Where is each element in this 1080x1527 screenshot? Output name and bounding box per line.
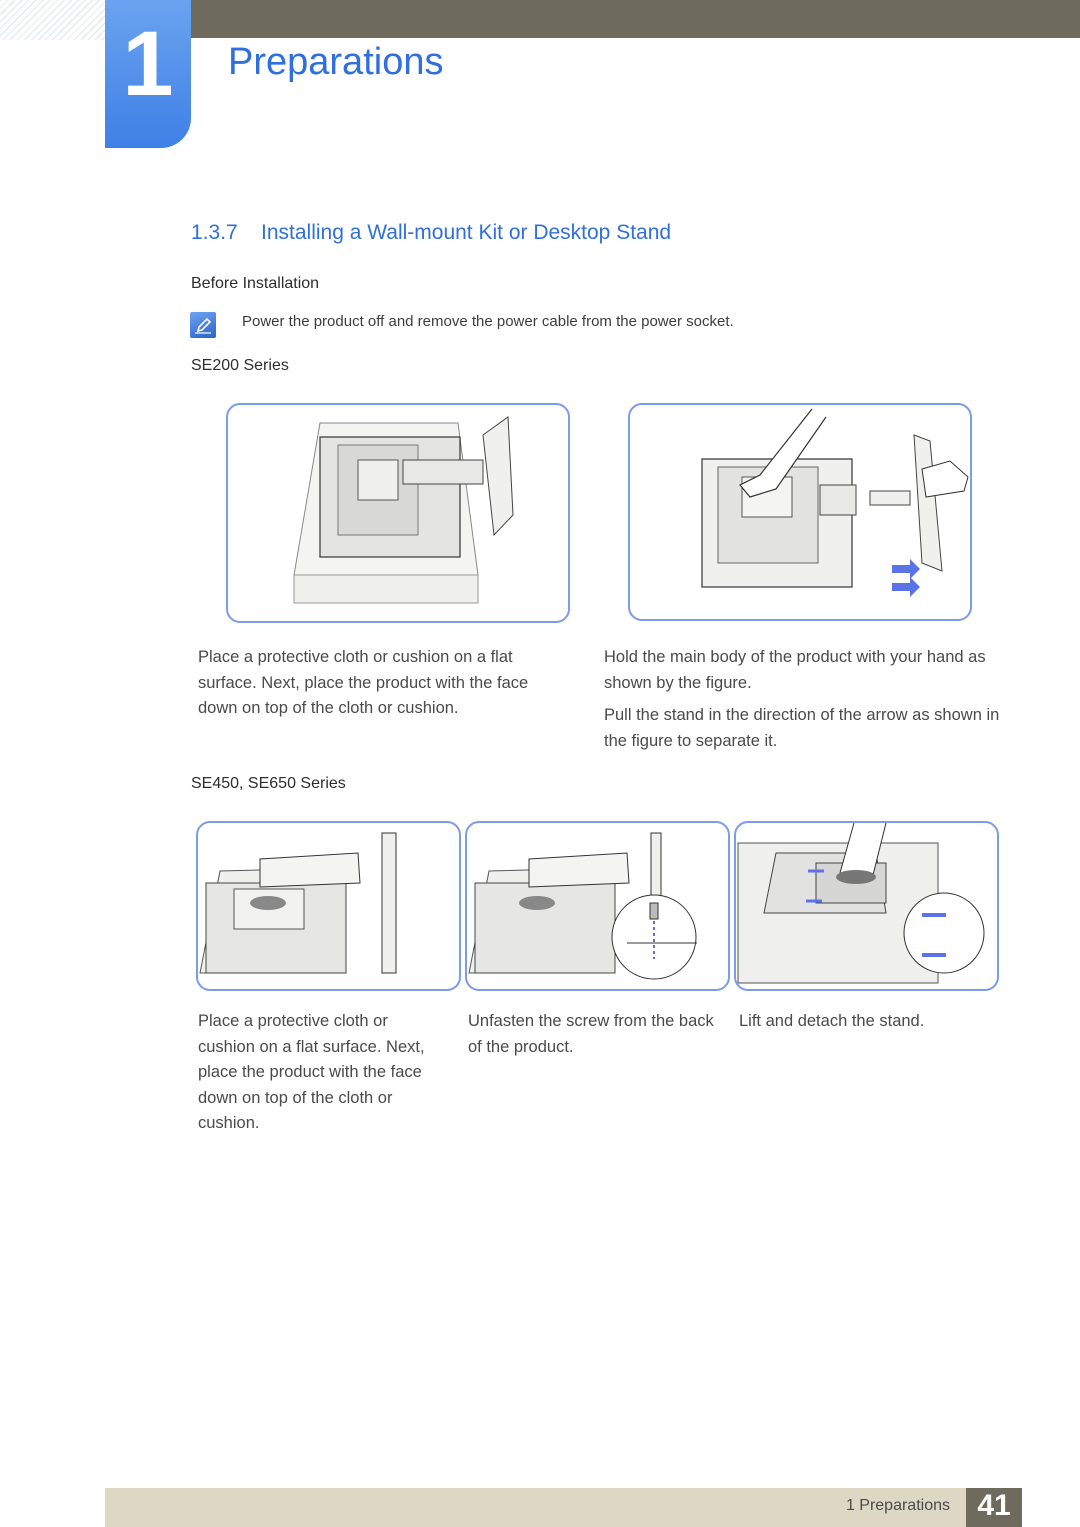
before-installation-heading: Before Installation [191, 275, 320, 292]
se200-heading: SE200 Series [191, 357, 289, 374]
section-heading: 1.3.7 Installing a Wall-mount Kit or Desk… [191, 219, 671, 247]
se450-figure-screw [465, 821, 730, 991]
header-hatch-decoration [0, 0, 105, 40]
se450-step1-caption: Place a protective cloth or cushion on a… [198, 1009, 448, 1144]
se200-step2-text-a: Hold the main body of the product with y… [604, 648, 986, 692]
section-title: Installing a Wall-mount Kit or Desktop S… [261, 221, 672, 244]
se450-step2-text: Unfasten the screw from the back of the … [468, 1012, 714, 1056]
page-number: 41 [977, 1489, 1011, 1522]
se450-step2-caption: Unfasten the screw from the back of the … [468, 1009, 723, 1067]
se450-step3-text: Lift and detach the stand. [739, 1012, 925, 1030]
page-number-box [966, 1488, 1022, 1527]
header-bar [190, 0, 1080, 38]
chapter-number: 1 [122, 13, 174, 115]
chapter-tab [105, 0, 191, 148]
chapter-title: Preparations [228, 41, 444, 83]
se200-figure-separate [628, 403, 972, 621]
note-pencil-icon [190, 312, 216, 338]
se450-heading: SE450, SE650 Series [191, 775, 346, 792]
footer-chapter-label: 1 Preparations [845, 1497, 950, 1514]
section-number: 1.3.7 [191, 221, 238, 244]
note-text: Power the product off and remove the pow… [242, 313, 734, 330]
se200-step2-caption: Hold the main body of the product with y… [604, 645, 1004, 761]
se200-step1-caption: Place a protective cloth or cushion on a… [198, 645, 568, 729]
se450-figure-lift [734, 821, 999, 991]
se450-step3-caption: Lift and detach the stand. [739, 1009, 994, 1042]
se450-figure-cloth [196, 821, 461, 991]
footer-bar [105, 1488, 1022, 1527]
se200-step1-text: Place a protective cloth or cushion on a… [198, 648, 529, 717]
se200-figure-cloth [226, 403, 570, 623]
se450-step1-text: Place a protective cloth or cushion on a… [198, 1012, 425, 1132]
se200-step2-text-b: Pull the stand in the direction of the a… [604, 706, 1000, 750]
